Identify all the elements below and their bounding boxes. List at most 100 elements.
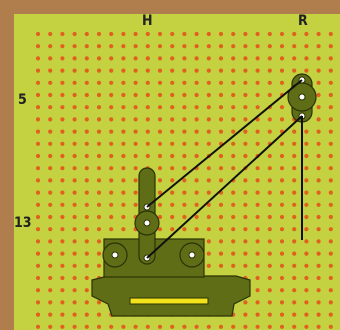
peg-hole [292,276,296,280]
peg-hole [73,203,77,207]
peg-hole [36,300,40,304]
peg-hole [60,69,64,73]
peg-hole [73,105,77,109]
peg-hole [304,44,308,48]
peg-hole [48,142,52,146]
peg-hole [292,227,296,231]
peg-hole [292,215,296,219]
peg-hole [256,227,260,231]
peg-hole [134,93,138,97]
peg-hole [36,105,40,109]
peg-hole [97,69,101,73]
peg-hole [243,252,247,256]
peg-hole [36,252,40,256]
peg-hole [329,81,333,85]
peg-hole [60,264,64,268]
peg-hole [268,93,272,97]
peg-hole [195,69,199,73]
peg-hole [268,44,272,48]
peg-hole [304,288,308,292]
peg-hole [268,178,272,182]
peg-hole [182,203,186,207]
peg-hole [85,154,89,158]
peg-hole [182,32,186,36]
peg-hole [36,32,40,36]
peg-hole [146,56,150,60]
peg-hole [134,44,138,48]
peg-hole [219,264,223,268]
peg-hole [134,69,138,73]
peg-hole [170,105,174,109]
peg-hole [109,325,113,329]
peg-hole [219,166,223,170]
peg-hole [231,69,235,73]
peg-hole [158,56,162,60]
peg-hole [304,69,308,73]
peg-hole [280,215,284,219]
peg-hole [219,178,223,182]
peg-hole [121,325,125,329]
peg-hole [48,252,52,256]
peg-hole [134,154,138,158]
peg-hole [256,288,260,292]
peg-hole [207,142,211,146]
peg-hole [85,166,89,170]
peg-hole [182,154,186,158]
peg-hole [109,130,113,134]
peg-hole [36,81,40,85]
peg-hole [36,166,40,170]
peg-hole [182,56,186,60]
peg-hole [195,154,199,158]
peg-hole [304,130,308,134]
peg-hole [48,93,52,97]
peg-hole [121,44,125,48]
peg-hole [85,56,89,60]
peg-hole [121,130,125,134]
peg-hole [73,142,77,146]
peg-hole [207,56,211,60]
peg-hole [231,252,235,256]
peg-hole [109,93,113,97]
peg-hole [268,252,272,256]
peg-hole [304,191,308,195]
peg-hole [85,117,89,121]
peg-hole [207,105,211,109]
peg-hole [36,276,40,280]
peg-hole [85,32,89,36]
peg-hole [134,105,138,109]
peg-hole [73,325,77,329]
peg-hole [97,178,101,182]
peg-hole [158,32,162,36]
peg-hole [268,300,272,304]
peg-hole [304,239,308,243]
peg-hole [243,56,247,60]
peg-hole [329,215,333,219]
peg-hole [292,178,296,182]
peg-hole [317,178,321,182]
peg-hole [207,215,211,219]
peg-hole [280,32,284,36]
peg-hole [207,69,211,73]
peg-hole [73,56,77,60]
peg-hole [48,105,52,109]
peg-hole [292,300,296,304]
peg-hole [304,203,308,207]
peg-hole [85,325,89,329]
peg-hole [170,203,174,207]
peg-hole [97,44,101,48]
peg-hole [85,44,89,48]
peg-hole [146,69,150,73]
peg-hole [268,81,272,85]
row-label-13: 13 [14,215,32,231]
peg-hole [292,142,296,146]
peg-hole [280,117,284,121]
base-plate[interactable] [92,276,250,316]
peg-hole [304,252,308,256]
peg-hole [97,93,101,97]
row-label-5: 5 [18,92,27,108]
peg-hole [60,288,64,292]
peg-hole [60,93,64,97]
peg-hole [219,117,223,121]
peg-hole [73,300,77,304]
peg-hole [256,276,260,280]
